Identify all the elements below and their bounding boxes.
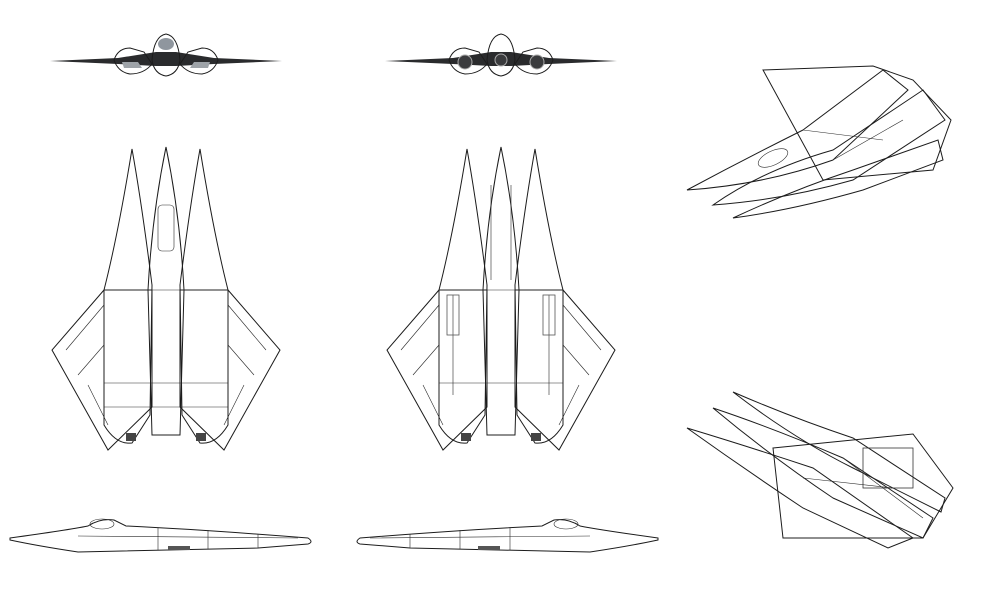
rear-view — [383, 30, 619, 80]
top-view — [48, 145, 284, 455]
right-side-view — [350, 512, 660, 556]
iso-top-view — [683, 60, 958, 220]
bottom-view — [383, 145, 619, 455]
iso-bottom-view — [683, 388, 958, 553]
left-side-view — [8, 512, 318, 556]
front-view — [48, 30, 284, 80]
